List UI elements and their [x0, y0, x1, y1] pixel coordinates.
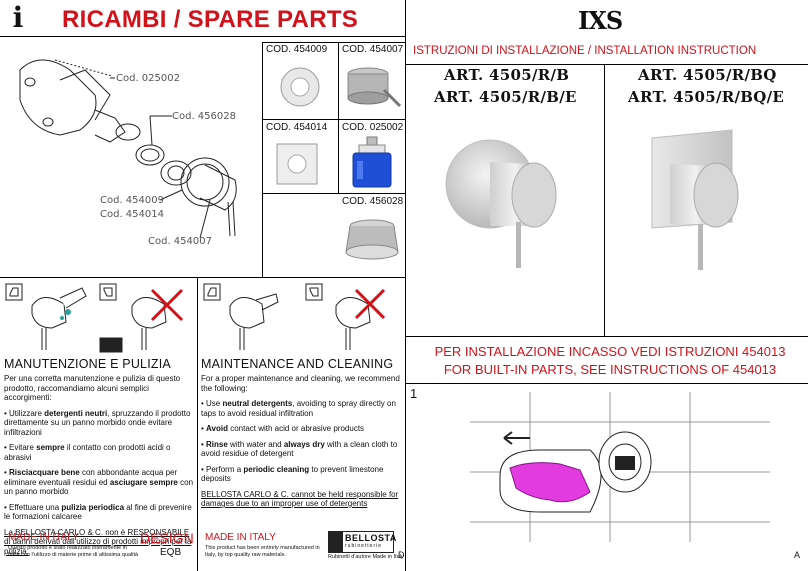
label-454007: Cod. 454007 — [148, 236, 212, 247]
ixs-logo: IXS — [578, 6, 623, 35]
maintenance-en-item-4: • Perform a periodic cleaning to prevent… — [201, 464, 384, 484]
mixer-round-render — [445, 139, 557, 268]
art-left-1: ART. 4505/R/B — [444, 66, 570, 84]
center-divider — [405, 0, 406, 571]
code-454009: COD. 454009 — [266, 44, 328, 55]
art-left-2: ART. 4505/R/B/E — [434, 88, 577, 106]
cartridge-image — [352, 136, 392, 188]
cover-ring-image — [345, 219, 399, 260]
codes-row1 — [262, 119, 405, 120]
spare-parts-title: RICAMBI / SPARE PARTS — [62, 6, 359, 33]
label-025002: Cod. 025002 — [116, 73, 180, 84]
maintenance-it-item-4: • Effettuare una pulizia periodica al fi… — [4, 502, 192, 522]
maintenance-it-intro: Per una corretta manutenzione e pulizia … — [4, 374, 181, 402]
code-025002: COD. 025002 — [342, 122, 404, 133]
maintenance-it-section: MANUTENZIONE E PULIZIA Per una corretta … — [4, 357, 194, 562]
round-plate-image — [280, 67, 320, 107]
maintenance-en-item-1: • Use neutral detergents, avoiding to sp… — [201, 399, 396, 418]
note-built-in-it: PER INSTALLAZIONE INCASSO VEDI ISTRUZION… — [434, 344, 786, 359]
label-454009: Cod. 454009 — [100, 195, 164, 206]
maintenance-it-disclaimer: La BELLOSTA CARLO & C. non è RESPONSABIL… — [4, 527, 192, 556]
maintenance-en-section: MAINTENANCE AND CLEANING For a proper ma… — [201, 357, 401, 515]
maintenance-en-disclaimer: BELLOSTA CARLO & C. cannot be held respo… — [201, 489, 399, 509]
made-in-italy-it-text: Questo prodotto è stato realizzato inter… — [8, 545, 139, 558]
right-mid-divider — [405, 336, 808, 337]
label-454014: Cod. 454014 — [100, 209, 164, 220]
code-454014: COD. 454014 — [266, 122, 328, 133]
codes-left-border — [262, 42, 263, 277]
codes-mid — [338, 42, 339, 193]
handle-knob-image — [347, 67, 402, 108]
cleaning-pictograms-it — [5, 283, 184, 353]
maintenance-it-item-3: • Risciacquare bene con abbondante acqua… — [4, 468, 194, 496]
left-col-divider — [197, 277, 198, 571]
left-page-letter: D — [398, 550, 405, 560]
step-number: 1 — [410, 386, 418, 401]
design-label: DESIGN — [140, 530, 194, 546]
art-right-1: ART. 4505/R/BQ — [638, 66, 777, 84]
codes-row2 — [262, 193, 405, 194]
made-in-italy-en: MADE IN ITALY — [205, 532, 276, 543]
right-page-letter: A — [794, 550, 801, 560]
bellosta-logo-mark — [329, 532, 343, 552]
made-in-italy-it: MADE IN ITALY — [8, 532, 79, 543]
code-454007: COD. 454007 — [342, 44, 404, 55]
right-col-divider — [604, 64, 605, 336]
maintenance-it-item-1: • Utilizzare detergenti neutri, spruzzan… — [4, 408, 191, 437]
design-sub: EQB — [160, 547, 182, 558]
bellosta-tagline: Rubinetti d'autore Made in Italy — [328, 554, 404, 560]
info-icon: i — [12, 1, 24, 34]
square-plate-image — [276, 143, 318, 185]
right-top-divider — [405, 64, 808, 65]
code-456028: COD. 456028 — [342, 196, 404, 207]
bellosta-logo: BELLOSTA rubinetterie — [328, 531, 396, 553]
left-top-divider — [0, 36, 405, 37]
art-right-2: ART. 4505/R/BQ/E — [628, 88, 785, 106]
maintenance-it-title: MANUTENZIONE E PULIZIA — [4, 357, 171, 371]
label-456028: Cod. 456028 — [172, 111, 236, 122]
maintenance-en-item-2: • Avoid contact with acid or abrasive pr… — [201, 424, 365, 433]
maintenance-it-item-2: • Evitare sempre il contatto con prodott… — [4, 443, 171, 462]
codes-top — [262, 42, 405, 43]
exploded-diagram: Cod. 025002 Cod. 456028 Cod. 454009 Cod.… — [19, 59, 237, 247]
maintenance-en-item-3: • Rinse with water and always dry with a… — [201, 439, 398, 459]
maintenance-en-intro: For a proper maintenance and cleaning, w… — [201, 374, 400, 393]
made-in-italy-en-text: This product has been entirely manufactu… — [205, 545, 320, 558]
right-lower-divider — [405, 383, 808, 384]
cleaning-pictograms-en — [203, 283, 386, 350]
install-title: ISTRUZIONI DI INSTALLAZIONE / INSTALLATI… — [413, 45, 757, 57]
note-built-in-en: FOR BUILT-IN PARTS, SEE INSTRUCTIONS OF … — [443, 362, 777, 377]
step-1-illustration — [470, 392, 770, 542]
maintenance-en-title: MAINTENANCE AND CLEANING — [201, 357, 394, 371]
mixer-square-render — [651, 129, 739, 270]
left-mid-divider — [0, 277, 405, 278]
